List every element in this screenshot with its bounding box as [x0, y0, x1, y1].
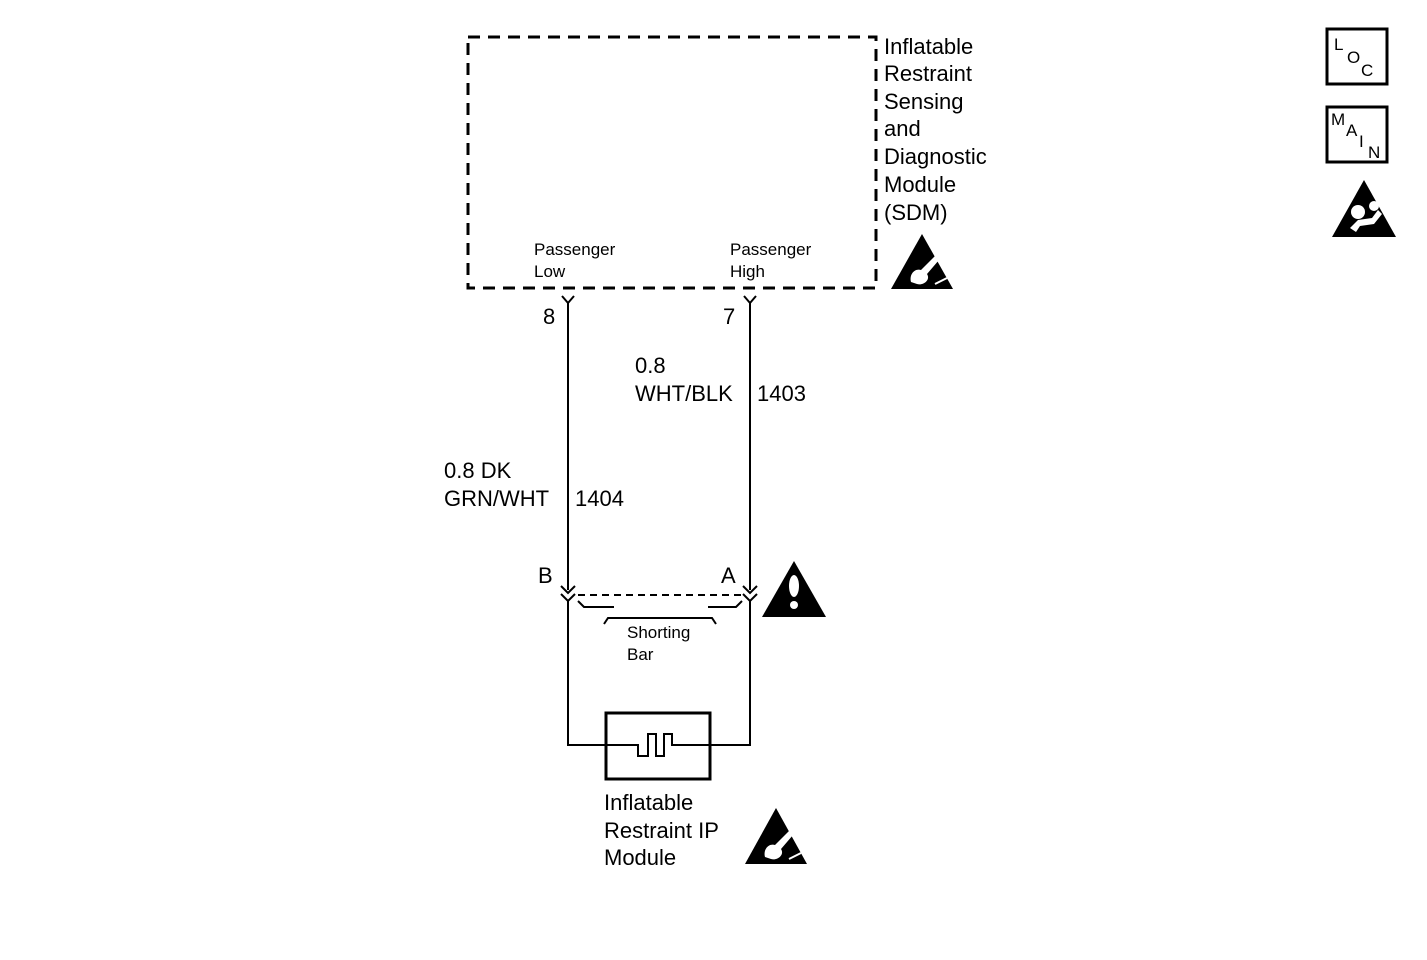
shorting-bar-contact-left: [577, 600, 614, 608]
sdm-module-box: [466, 35, 878, 290]
sdm-title-line: Module: [884, 172, 956, 197]
shorting-bar-bracket: [603, 617, 717, 625]
main-letter: I: [1359, 132, 1364, 151]
sdm-title-line: Sensing: [884, 89, 964, 114]
sdm-title-line: and: [884, 116, 921, 141]
terminal-mark-pin-8: [561, 295, 575, 305]
airbag-warning-icon[interactable]: [1332, 180, 1396, 237]
esd-warning-icon: [745, 808, 807, 864]
connector-terminal-a: A: [721, 563, 736, 588]
connector-terminal-b: B: [538, 563, 553, 588]
sdm-title-line: Inflatable: [884, 34, 973, 59]
loc-letter: L: [1334, 35, 1343, 54]
pin-number-8: 8: [543, 304, 555, 329]
pin-label-passenger-high: High: [730, 262, 765, 281]
wire-1403-circuit: 1403: [757, 381, 806, 406]
main-letter: A: [1346, 121, 1358, 140]
shorting-bar-label: Bar: [627, 645, 654, 664]
sdm-title-line: Restraint: [884, 61, 972, 86]
wire-1404-size-color: 0.8 DK: [444, 458, 512, 483]
ip-module-label: Restraint IP: [604, 818, 719, 843]
esd-warning-icon: [891, 234, 953, 289]
squib-symbol: [606, 733, 710, 757]
shorting-bar-label: Shorting: [627, 623, 690, 642]
ip-module-label: Module: [604, 845, 676, 870]
pin-label-passenger-high: Passenger: [730, 240, 812, 259]
wire-1403-color: WHT/BLK: [635, 381, 733, 406]
pin-label-passenger-low: Low: [534, 262, 566, 281]
pin-number-7: 7: [723, 304, 735, 329]
ip-module-label: Inflatable: [604, 790, 693, 815]
sdm-title-line: (SDM): [884, 200, 948, 225]
wire-1403-size: 0.8: [635, 353, 666, 378]
loc-icon[interactable]: L O C: [1325, 27, 1389, 86]
sdm-title: Inflatable Restraint Sensing and Diagnos…: [884, 34, 987, 225]
wire-to-module-right: [710, 601, 751, 746]
main-letter: M: [1331, 110, 1345, 129]
main-letter: N: [1368, 143, 1380, 162]
main-icon[interactable]: M A I N: [1325, 105, 1389, 164]
wire-1404-circuit: 1404: [575, 486, 624, 511]
loc-letter: O: [1347, 48, 1360, 67]
pin-label-passenger-low: Passenger: [534, 240, 616, 259]
shorting-bar-contact-right: [708, 600, 743, 608]
wire-to-module-left: [567, 601, 606, 746]
sdm-title-line: Diagnostic: [884, 144, 987, 169]
wire-1404-color: GRN/WHT: [444, 486, 549, 511]
caution-warning-icon: [762, 561, 826, 617]
loc-letter: C: [1361, 61, 1373, 80]
terminal-mark-pin-7: [743, 295, 757, 305]
